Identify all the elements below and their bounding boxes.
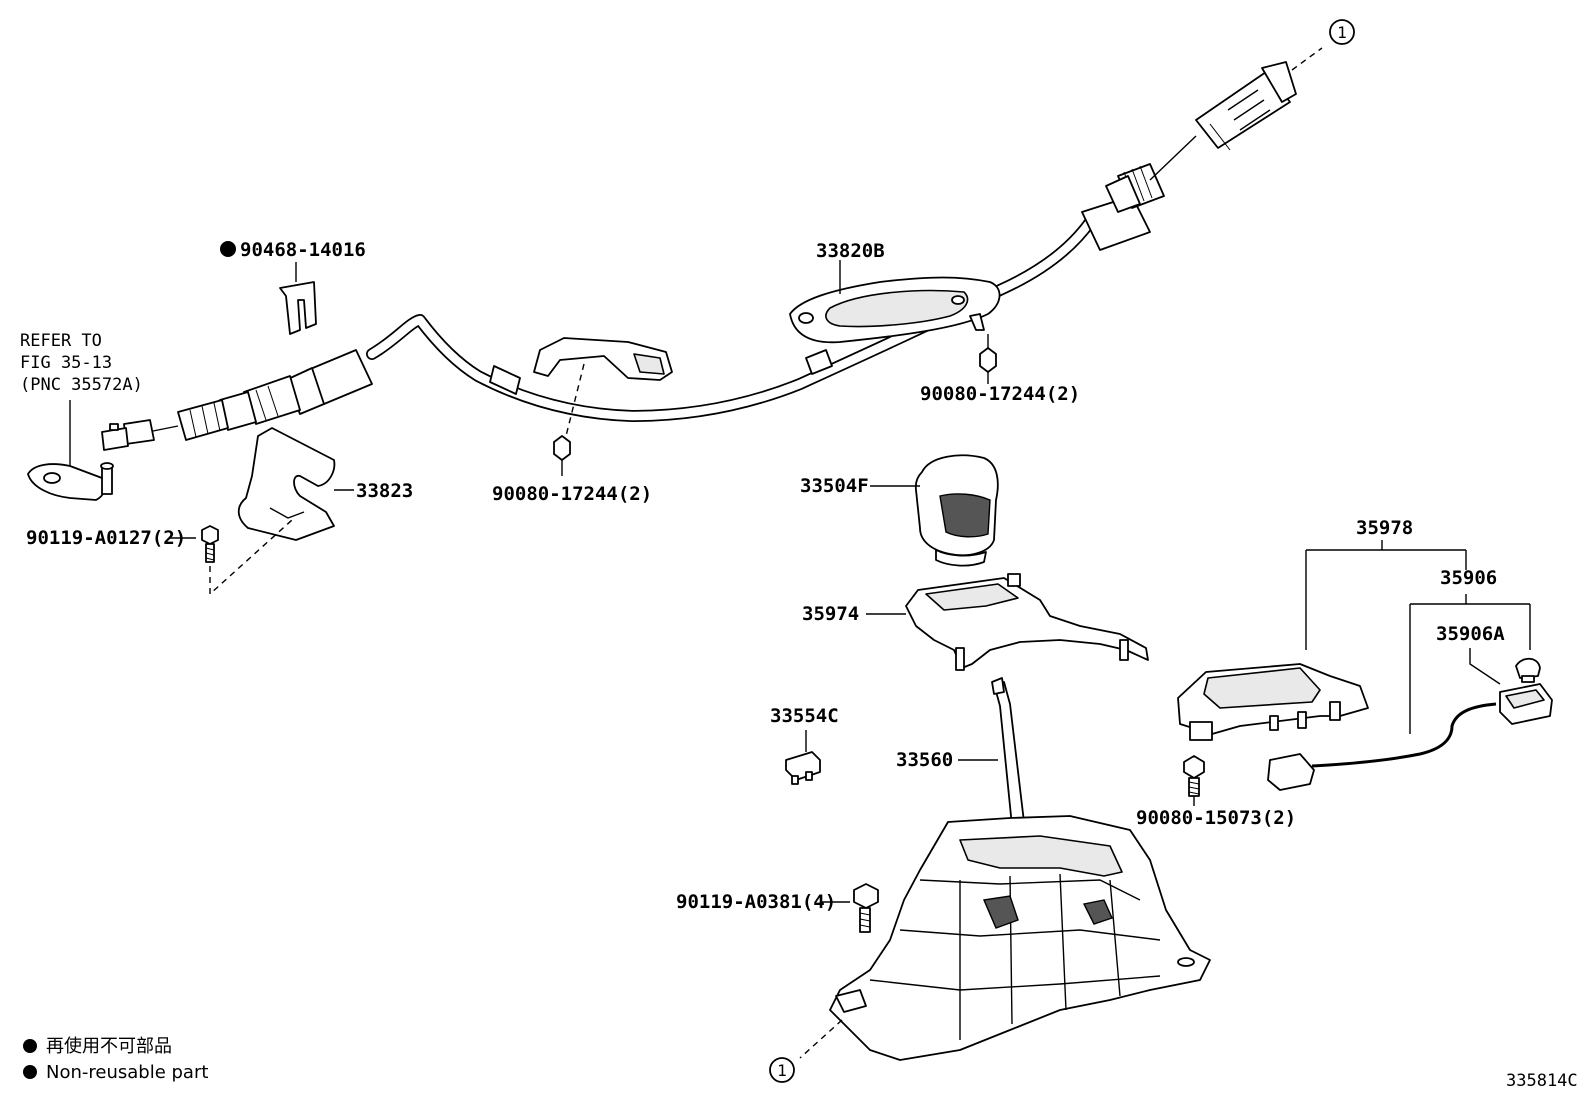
bolt-90119-a0381[interactable] xyxy=(853,883,879,933)
label-35974: 35974 xyxy=(802,603,859,625)
leader-dash-center xyxy=(565,363,585,437)
label-33560: 33560 xyxy=(896,749,953,771)
lever-bracket-35572a[interactable] xyxy=(27,462,114,501)
label-90468-14016: 90468-14016 xyxy=(240,239,366,261)
legend-jp: 再使用不可部品 xyxy=(46,1036,172,1057)
shift-lever-33560[interactable] xyxy=(991,677,1025,827)
callout-circle-bottom: 1 xyxy=(769,1057,795,1083)
label-35978: 35978 xyxy=(1356,517,1413,539)
callout-circle-top: 1 xyxy=(1329,19,1355,45)
callout-ref-bottom: 1 xyxy=(777,1061,787,1080)
label-90119-a0381: 90119-A0381(4) xyxy=(676,891,836,913)
cable-bracket-33820b[interactable] xyxy=(789,276,1001,344)
figure-code: 335814C xyxy=(1506,1071,1578,1091)
label-90119-a0127: 90119-A0127(2) xyxy=(26,527,186,549)
callout-ref-top: 1 xyxy=(1337,23,1347,42)
shift-knob-33504f[interactable] xyxy=(914,454,999,567)
shift-cable-assembly[interactable] xyxy=(101,47,1323,451)
label-35906a: 35906A xyxy=(1436,623,1505,645)
label-33554c: 33554C xyxy=(770,705,839,727)
indicator-housing-35974[interactable] xyxy=(905,573,1149,671)
cable-support-bracket[interactable] xyxy=(533,337,673,381)
shift-position-switch-35978[interactable] xyxy=(1177,663,1369,741)
label-33823: 33823 xyxy=(356,480,413,502)
leader-dash-bottom xyxy=(799,1019,843,1059)
clip-90468-14016[interactable] xyxy=(279,281,317,335)
screw-90080-15073[interactable] xyxy=(1183,755,1205,806)
label-90080-17244-top: 90080-17244(2) xyxy=(920,383,1080,405)
clip-35906a[interactable] xyxy=(1515,657,1541,683)
label-90080-15073: 90080-15073(2) xyxy=(1136,807,1296,829)
wire-harness-35906[interactable] xyxy=(1267,683,1553,791)
legend-en: Non-reusable part xyxy=(46,1062,208,1083)
cap-33554c[interactable] xyxy=(785,751,821,785)
refer-line-2: FIG 35-13 xyxy=(20,353,112,373)
label-33504f: 33504F xyxy=(800,475,869,497)
bracket-lines-35978 xyxy=(1305,540,1467,650)
leader-dash-33823 xyxy=(209,519,293,596)
nut-90080-17244-mid[interactable] xyxy=(553,435,571,476)
bracket-lines-35906 xyxy=(1409,594,1531,734)
label-33820b: 33820B xyxy=(816,240,885,262)
label-35906: 35906 xyxy=(1440,567,1497,589)
bracket-33823[interactable] xyxy=(237,427,336,541)
shift-lever-base-housing[interactable] xyxy=(829,815,1211,1061)
legend-dot-jp xyxy=(23,1039,37,1053)
leader-35906a xyxy=(1469,648,1501,685)
legend: 再使用不可部品 Non-reusable part xyxy=(23,1036,208,1083)
legend-dot-en xyxy=(23,1065,37,1079)
nut-90080-17244-top[interactable] xyxy=(979,334,997,384)
bolt-90119-a0127[interactable] xyxy=(201,525,219,563)
refer-line-1: REFER TO xyxy=(20,331,102,351)
refer-line-3: (PNC 35572A) xyxy=(20,375,143,395)
label-90080-17244-mid: 90080-17244(2) xyxy=(492,483,652,505)
non-reusable-dot-90468 xyxy=(220,241,236,257)
